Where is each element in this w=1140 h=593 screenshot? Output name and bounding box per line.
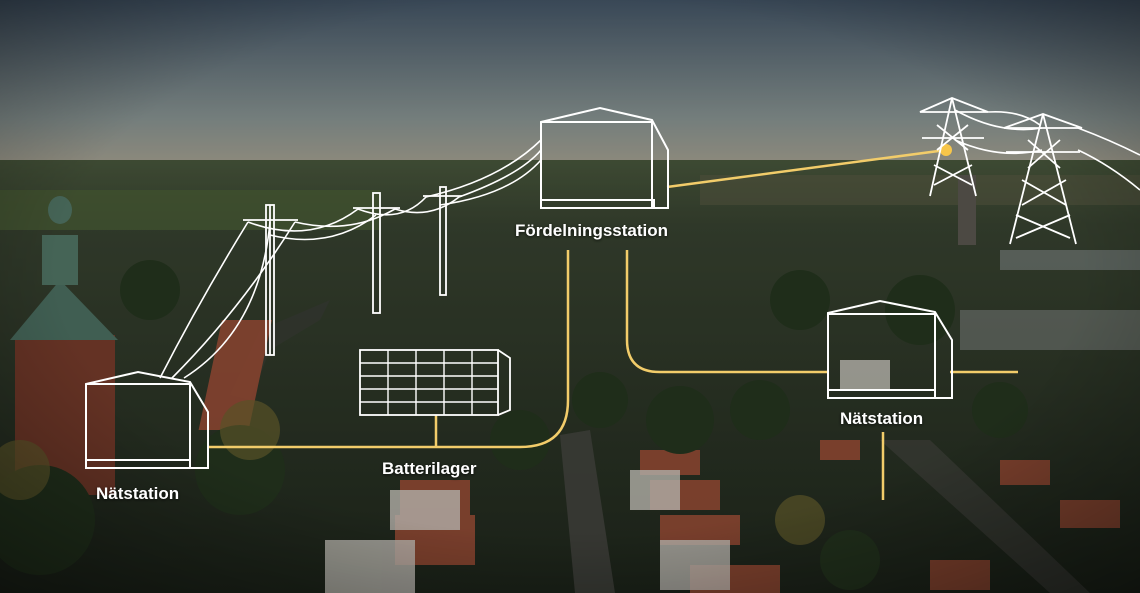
transmission-tower-icon	[1003, 113, 1083, 245]
battery-storage-icon	[359, 349, 511, 416]
wire	[183, 221, 271, 379]
distribution-station-icon	[540, 106, 669, 209]
cable-to-distribution	[207, 250, 570, 449]
wire	[458, 149, 542, 198]
wire	[954, 109, 1043, 131]
left-substation-label: Nätstation	[96, 484, 180, 503]
wire	[1077, 127, 1140, 156]
junction-dot	[940, 144, 952, 156]
utility-pole-icon	[353, 192, 400, 314]
wire	[247, 208, 359, 232]
utility-pole-icon	[423, 186, 462, 296]
wire	[439, 159, 542, 206]
wire	[171, 221, 296, 379]
wire	[269, 214, 377, 241]
distribution-station-label: Fördelningsstation	[515, 221, 668, 240]
wire	[987, 110, 1041, 126]
cable-transmission	[666, 148, 947, 189]
right-substation-icon	[827, 299, 953, 399]
utility-poles	[243, 186, 462, 356]
overhead-wires	[159, 109, 1140, 379]
right-substation-label: Nätstation	[840, 409, 924, 428]
wire	[425, 139, 542, 198]
power-cables	[207, 148, 1018, 500]
wire	[394, 196, 460, 214]
cable-to-right-substation	[625, 250, 828, 374]
utility-pole-icon	[243, 204, 298, 356]
left-substation-icon	[85, 370, 209, 469]
wire	[357, 196, 427, 216]
battery-storage-label: Batterilager	[382, 459, 477, 478]
wire	[159, 221, 249, 379]
transmission-tower-icon	[919, 97, 989, 197]
wire	[1077, 149, 1140, 191]
